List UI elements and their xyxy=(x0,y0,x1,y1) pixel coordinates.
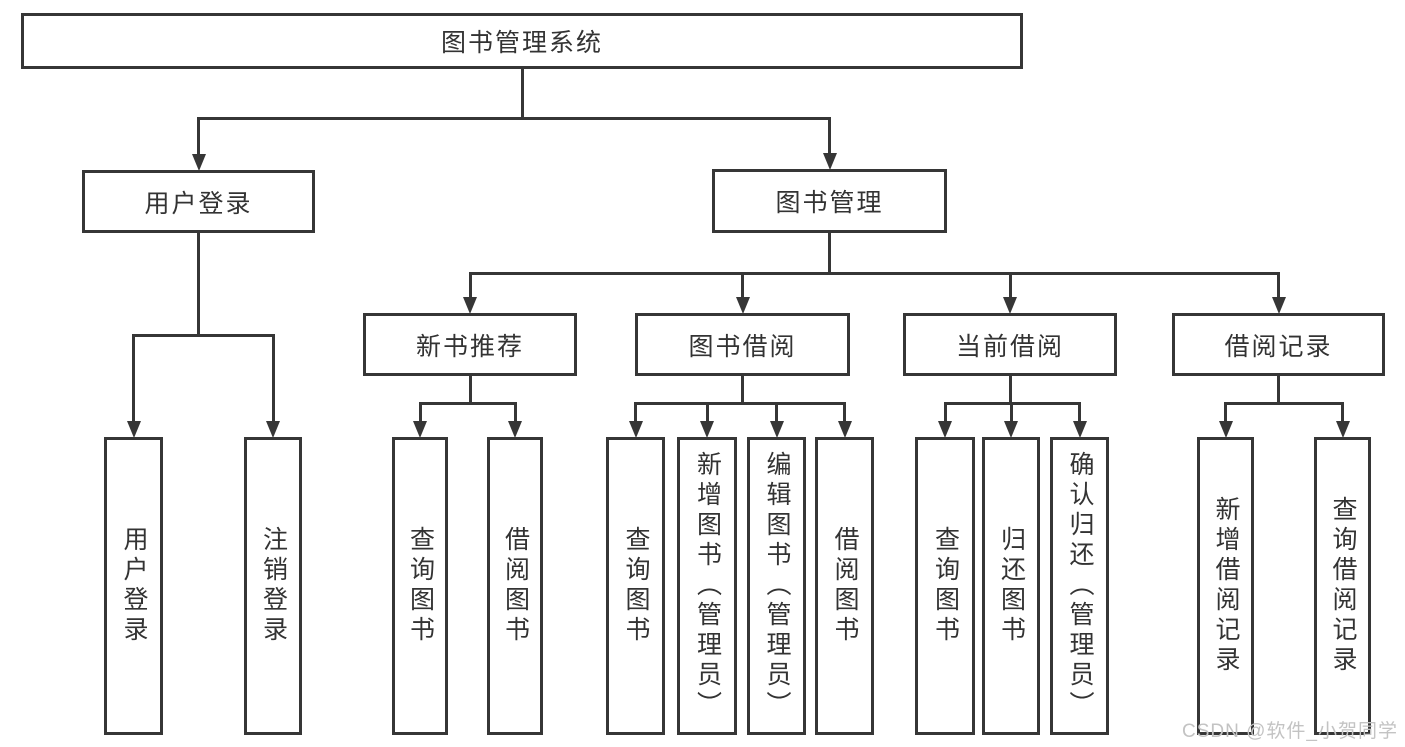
connector-drop-leaf-query-book-3 xyxy=(943,403,947,423)
connector-drop-leaf-query-borrow-record xyxy=(1341,403,1344,423)
node-root: 图书管理系统 xyxy=(21,13,1023,69)
node-label: 图书管理系统 xyxy=(440,29,603,57)
node-label: 编辑图书（管理员） xyxy=(763,451,791,721)
node-label: 确认归还（管理员） xyxy=(1066,451,1094,721)
connector-bar-borrow-records xyxy=(1224,401,1344,405)
connector-stem-new-book-rec xyxy=(468,376,472,405)
connector-drop-leaf-add-book xyxy=(705,403,709,423)
node-leaf-query-book-2: 查询图书 xyxy=(606,437,665,735)
connector-drop-user-login xyxy=(197,118,200,156)
node-leaf-user-login: 用户登录 xyxy=(104,437,163,735)
node-leaf-add-borrow-record: 新增借阅记录 xyxy=(1197,437,1254,735)
node-label: 图书管理 xyxy=(775,189,884,217)
connector-bar-book-mgmt xyxy=(468,271,1280,275)
node-label: 图书借阅 xyxy=(688,332,797,361)
node-label: 归还图书 xyxy=(997,526,1026,646)
connector-drop-leaf-query-book-1 xyxy=(418,403,422,423)
arrowhead-leaf-user-login xyxy=(126,421,141,438)
connector-bar-new-book-rec xyxy=(418,401,517,405)
node-label: 当前借阅 xyxy=(955,332,1064,361)
connector-drop-leaf-return-book xyxy=(1009,403,1013,423)
connector-drop-leaf-query-book-2 xyxy=(634,403,637,423)
arrowhead-leaf-query-book-2 xyxy=(628,421,643,438)
node-leaf-add-book: 新增图书（管理员） xyxy=(677,437,737,735)
node-current-borrow: 当前借阅 xyxy=(903,313,1117,376)
node-label: 注销登录 xyxy=(259,526,288,646)
node-label: 查询图书 xyxy=(622,526,650,646)
node-book-borrow: 图书借阅 xyxy=(635,313,850,376)
connector-drop-leaf-user-login xyxy=(132,335,135,423)
node-label: 查询借阅记录 xyxy=(1329,496,1357,676)
connector-drop-book-borrow xyxy=(741,273,744,299)
arrowhead-leaf-add-book xyxy=(700,421,714,438)
connector-drop-leaf-add-borrow-record xyxy=(1224,403,1227,423)
node-leaf-confirm-return: 确认归还（管理员） xyxy=(1050,437,1109,735)
node-label: 借阅记录 xyxy=(1224,332,1333,361)
connector-drop-new-book-rec xyxy=(468,273,472,299)
node-book-mgmt: 图书管理 xyxy=(712,169,947,233)
arrowhead-leaf-add-borrow-record xyxy=(1218,421,1233,438)
node-label: 用户登录 xyxy=(144,189,253,218)
node-new-book-rec: 新书推荐 xyxy=(363,313,577,376)
node-label: 借阅图书 xyxy=(831,526,859,646)
connector-stem-book-mgmt xyxy=(828,233,831,275)
node-leaf-borrow-book-1: 借阅图书 xyxy=(487,437,543,735)
connector-stem-user-login xyxy=(197,233,200,337)
node-leaf-edit-book: 编辑图书（管理员） xyxy=(747,437,806,735)
arrowhead-leaf-borrow-book-2 xyxy=(837,421,852,438)
connector-drop-leaf-confirm-return xyxy=(1078,403,1081,423)
arrowhead-book-mgmt xyxy=(822,153,837,170)
arrowhead-user-login xyxy=(191,154,206,171)
connector-drop-leaf-edit-book xyxy=(775,403,778,423)
node-label: 借阅图书 xyxy=(501,526,530,646)
node-label: 新增借阅记录 xyxy=(1212,496,1240,676)
connector-drop-leaf-borrow-book-1 xyxy=(513,403,517,423)
connector-drop-book-mgmt xyxy=(828,118,831,155)
node-leaf-query-book-3: 查询图书 xyxy=(915,437,975,735)
node-leaf-logout: 注销登录 xyxy=(244,437,302,735)
node-leaf-borrow-book-2: 借阅图书 xyxy=(815,437,874,735)
node-label: 用户登录 xyxy=(120,526,148,646)
arrowhead-current-borrow xyxy=(1003,297,1017,314)
connector-bar-book-borrow xyxy=(634,401,846,405)
arrowhead-leaf-query-book-1 xyxy=(413,421,427,438)
arrowhead-leaf-edit-book xyxy=(769,421,784,438)
node-label: 新书推荐 xyxy=(415,332,524,361)
arrowhead-borrow-records xyxy=(1271,297,1286,314)
arrowhead-leaf-query-book-3 xyxy=(938,421,952,438)
arrowhead-leaf-return-book xyxy=(1004,421,1018,438)
connector-bar-root xyxy=(197,116,831,120)
arrowhead-leaf-borrow-book-1 xyxy=(508,421,522,438)
arrowhead-leaf-logout xyxy=(266,421,280,438)
node-label: 新增图书（管理员） xyxy=(693,451,722,721)
connector-stem-current-borrow xyxy=(1008,376,1012,405)
node-leaf-query-borrow-record: 查询借阅记录 xyxy=(1314,437,1371,735)
arrowhead-book-borrow xyxy=(735,297,750,314)
connector-bar-user-login xyxy=(132,333,275,337)
connector-drop-borrow-records xyxy=(1277,273,1280,299)
node-leaf-return-book: 归还图书 xyxy=(982,437,1040,735)
node-leaf-query-book-1: 查询图书 xyxy=(392,437,448,735)
arrowhead-new-book-rec xyxy=(463,297,477,314)
connector-drop-leaf-logout xyxy=(271,335,275,423)
node-user-login: 用户登录 xyxy=(82,170,315,233)
connector-drop-current-borrow xyxy=(1008,273,1012,299)
connector-stem-root xyxy=(520,69,524,120)
arrowhead-leaf-query-borrow-record xyxy=(1335,421,1350,438)
connector-stem-borrow-records xyxy=(1277,376,1280,405)
node-borrow-records: 借阅记录 xyxy=(1172,313,1385,376)
connector-drop-leaf-borrow-book-2 xyxy=(843,403,846,423)
node-label: 查询图书 xyxy=(406,526,435,646)
connector-stem-book-borrow xyxy=(741,376,744,405)
arrowhead-leaf-confirm-return xyxy=(1072,421,1087,438)
node-label: 查询图书 xyxy=(931,526,960,646)
